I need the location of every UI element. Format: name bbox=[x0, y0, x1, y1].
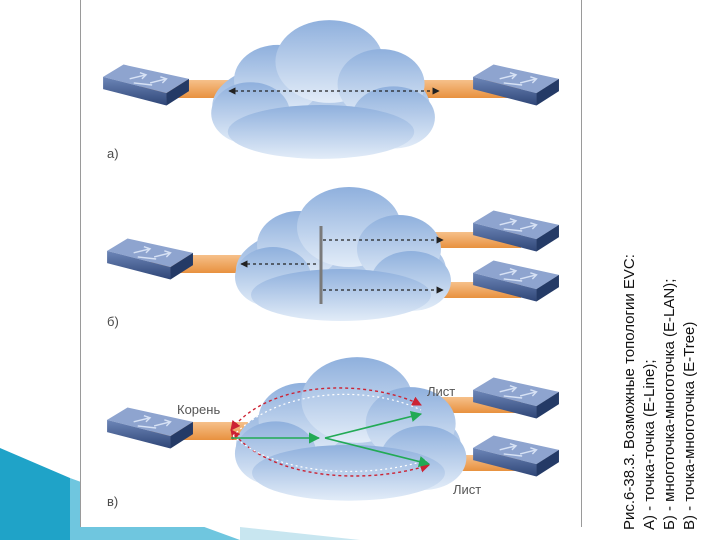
figure-caption: Рис.6-38.3. Возможные топологии EVC: А) … bbox=[620, 10, 700, 530]
leaf-label-top: Лист bbox=[427, 384, 456, 399]
root-path bbox=[230, 429, 430, 477]
switch-icon bbox=[472, 63, 560, 107]
topology-figure: а) б) в) Корень Лист Лист bbox=[80, 0, 582, 527]
switch-icon bbox=[106, 237, 194, 281]
switch-icon bbox=[102, 63, 190, 107]
leaf-path bbox=[324, 437, 431, 467]
corner-wedge-dark bbox=[0, 448, 70, 540]
caption-title: Рис.6-38.3. Возможные топологии EVC: bbox=[621, 254, 638, 530]
cloud-shape bbox=[211, 20, 435, 159]
panel-c-etree bbox=[106, 357, 560, 501]
panel-label-c: в) bbox=[107, 494, 119, 509]
cloud-shape bbox=[234, 357, 467, 501]
leaf-dotted-path bbox=[232, 393, 422, 437]
root-path bbox=[230, 387, 422, 431]
leaf-path bbox=[324, 411, 423, 439]
leaf-dotted-path bbox=[232, 435, 428, 473]
panel-label-b: б) bbox=[107, 314, 119, 329]
panel-label-a: а) bbox=[107, 146, 119, 161]
panel-b-elan bbox=[106, 187, 560, 321]
corner-wedge-light bbox=[240, 527, 360, 540]
caption-line-a: А) - точка-точка (E-Line); bbox=[641, 359, 658, 530]
root-label: Корень bbox=[177, 402, 221, 417]
panel-a-eline bbox=[102, 20, 560, 159]
caption-line-b: Б) - многоточка-многоточка (E-LAN); bbox=[661, 278, 678, 530]
caption-line-c: В) - точка-многоточка (E-Tree) bbox=[681, 321, 698, 530]
cloud-shape bbox=[235, 187, 451, 321]
leaf-label-bottom: Лист bbox=[453, 482, 482, 497]
